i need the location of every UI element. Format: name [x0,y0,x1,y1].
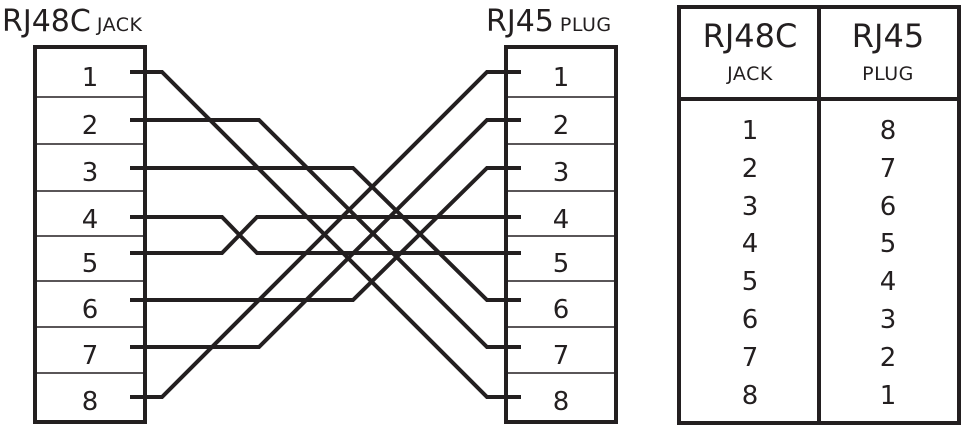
table-header-plug-title: RJ45 [851,17,925,55]
table-header-plug-subtitle: PLUG [862,63,914,85]
table-header-jack-subtitle: JACK [727,63,773,85]
plug-pin-label: 5 [553,249,570,279]
table-cell-jack-pin: 8 [741,380,759,411]
table-cells-plug: 8 7 6 5 4 3 2 1 [819,101,957,415]
plug-pin-label: 7 [553,341,570,371]
plug-title-main: RJ45 [486,4,554,39]
table-column-jack: RJ48C JACK 1 2 3 4 5 6 7 8 [681,9,821,421]
plug-title-sub: PLUG [559,14,612,36]
jack-pin-label: 5 [82,249,99,279]
table-cell-plug-pin: 4 [879,267,897,298]
table-header-jack: RJ48C JACK [681,9,819,101]
jack-pin-label: 1 [82,63,99,93]
jack-pin-label: 3 [82,158,99,188]
plug-pin-label: 6 [553,295,570,325]
table-cell-jack-pin: 2 [741,153,759,184]
table-cell-jack-pin: 7 [741,342,759,373]
table-cell-plug-pin: 1 [879,380,897,411]
plug-pin-label: 1 [553,63,570,93]
wire-jack-7-to-plug-2 [145,118,506,349]
jack-connector: 1 2 3 4 5 6 7 8 [33,45,148,424]
table-cell-jack-pin: 6 [741,304,759,335]
table-column-plug: RJ45 PLUG 8 7 6 5 4 3 2 1 [817,9,957,421]
table-cell-jack-pin: 3 [741,191,759,222]
plug-pin-label: 8 [553,387,570,417]
table-header-jack-title: RJ48C [702,17,798,55]
jack-pin-label: 8 [82,387,99,417]
plug-pin-label: 2 [553,111,570,141]
table-cell-jack-pin: 1 [741,116,759,146]
table-header-plug: RJ45 PLUG [819,9,957,101]
plug-pin-label: 3 [553,158,570,188]
jack-title-main: RJ48C [2,4,91,39]
table-cell-jack-pin: 5 [741,267,759,298]
table-cell-plug-pin: 5 [879,229,897,260]
table-cell-plug-pin: 3 [879,304,897,335]
jack-pin-label: 2 [82,111,99,141]
pinout-table: RJ48C JACK 1 2 3 4 5 6 7 8 RJ45 PLUG 8 7 6 5 4 3 2 1 [677,5,961,425]
table-cell-jack-pin: 4 [741,229,759,260]
table-cell-plug-pin: 6 [879,191,897,222]
jack-pin-label: 7 [82,341,99,371]
jack-pin-label: 4 [82,205,99,235]
jack-box-outline [33,45,147,424]
table-cell-plug-pin: 2 [879,342,897,373]
jack-pin-label: 6 [82,295,99,325]
plug-connector: 1 2 3 4 5 6 7 8 [503,45,618,424]
wire-jack-8-to-plug-1 [145,70,506,399]
wire-jack-6-to-plug-3 [145,166,506,302]
wire-jack-5-to-plug-4 [145,215,506,255]
plug-pin-label: 4 [553,205,570,235]
table-cells-jack: 1 2 3 4 5 6 7 8 [681,101,819,415]
jack-title-sub: JACK [96,14,143,36]
wires [145,70,506,399]
wiring-diagram: 1 2 3 4 5 6 7 8 1 2 3 4 5 6 7 8 [33,45,618,424]
table-cell-plug-pin: 7 [879,153,897,184]
plug-box-outline [504,45,618,424]
table-cell-plug-pin: 8 [879,116,897,146]
